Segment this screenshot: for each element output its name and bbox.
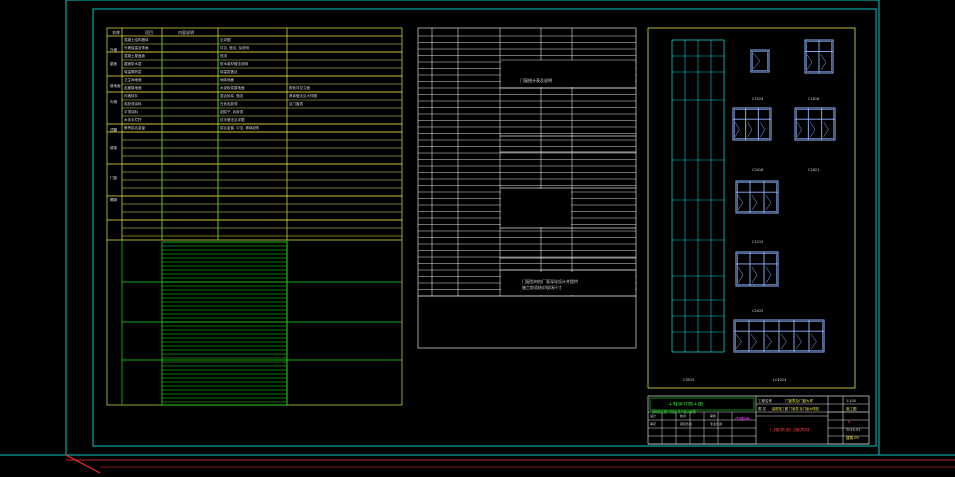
signature-label-4: 项目负责 bbox=[680, 422, 693, 426]
title-sig-mark: 出图章 bbox=[735, 417, 751, 422]
title-field-2: 图 名 bbox=[758, 407, 767, 411]
window-label-2: C2418 bbox=[752, 168, 764, 172]
section-label-1: 屋面 bbox=[110, 62, 117, 66]
row-remark-8: 见门窗表 bbox=[289, 102, 303, 106]
row-content-5: 地砖地面 bbox=[220, 78, 234, 82]
schedule-note-lower-2: 施工前须核对现场尺寸 bbox=[522, 285, 562, 290]
row-item-7: 内墙抹灰 bbox=[124, 94, 138, 98]
row-remark-6: 颜色详见立面 bbox=[289, 86, 310, 90]
title-sheet-no: 建施-09 bbox=[846, 436, 859, 440]
title-version: A bbox=[848, 420, 851, 424]
signature-label-0: 设计 bbox=[650, 414, 657, 418]
schedule-note-upper: 门窗统计表及说明 bbox=[520, 78, 552, 83]
window-label-3: C1821 bbox=[808, 168, 820, 172]
signature-label-1: 校对 bbox=[680, 414, 687, 418]
row-item-1: 外墙保温及饰面 bbox=[124, 46, 149, 50]
window-label-0: C1524 bbox=[752, 97, 764, 101]
section-label-5: 楼梯 bbox=[110, 146, 117, 150]
window-label-1: C1818 bbox=[808, 97, 820, 101]
row-item-3: 屋面防水层 bbox=[124, 62, 142, 66]
signature-label-3: 审定 bbox=[650, 422, 657, 426]
row-item-11: 断桥铝合金窗 bbox=[124, 126, 145, 130]
row-content-11: 铝合金窗, 中空, 玻璃说明 bbox=[220, 126, 260, 130]
row-content-8: 白色乳胶漆 bbox=[220, 102, 238, 106]
row-item-5: 卫生间地面 bbox=[124, 78, 142, 82]
window-label-5: C2415 bbox=[752, 309, 764, 313]
schedule-note-lower-1: 门窗型材由厂家深化设计并提供 bbox=[522, 279, 578, 284]
signature-label-2: 审核 bbox=[710, 414, 717, 418]
row-content-1: 详见, 做法, 及说明 bbox=[220, 46, 249, 50]
title-field-1: 工程名称 bbox=[758, 399, 772, 403]
header-content: 内容说明 bbox=[178, 30, 194, 35]
header-item: 项目 bbox=[145, 30, 153, 35]
row-content-10: 扶手做法见详图 bbox=[220, 118, 245, 122]
title-seal: 门窗表及门窗大样 bbox=[770, 428, 811, 433]
row-item-8: 乳胶漆涂料 bbox=[124, 102, 142, 106]
window-label-7: LC4024 bbox=[773, 378, 787, 382]
row-item-2: 混凝土屋面板 bbox=[124, 54, 145, 58]
row-item-0: 混凝土结构墙体 bbox=[124, 38, 149, 42]
row-content-3: 防水卷材做法说明 bbox=[220, 62, 248, 66]
signature-label-5: 专业负责 bbox=[710, 422, 723, 426]
row-content-2: 现浇 bbox=[220, 54, 227, 58]
row-content-7: 混合砂浆, 做法 bbox=[220, 94, 244, 98]
row-item-6: 走廊楼地面 bbox=[124, 86, 142, 90]
window-label-4: C1215 bbox=[752, 240, 764, 244]
title-drawing-name: 门窗表及门窗大样 bbox=[785, 399, 813, 403]
row-content-4: 保温层做法 bbox=[220, 70, 238, 74]
header-name: 名称 bbox=[112, 30, 120, 35]
title-stage: 施工图 bbox=[846, 407, 857, 411]
window-detail-panel bbox=[647, 27, 856, 389]
section-label-0: 外墙 bbox=[110, 48, 117, 52]
row-content-0: 见详图 bbox=[220, 38, 231, 42]
title-project-name: 工程设计施工图 bbox=[668, 402, 704, 407]
row-remark-7: 具体做法见大样图 bbox=[289, 94, 317, 98]
section-label-4: 顶棚 bbox=[110, 128, 117, 132]
section-label-3: 内墙 bbox=[110, 100, 117, 104]
row-item-10: 木扶手栏杆 bbox=[124, 118, 142, 122]
door-window-schedule bbox=[417, 27, 637, 349]
row-content-6: 水泥砂浆楼地面 bbox=[220, 86, 245, 90]
title-subtitle: 建筑施工图 门窗表 及门窗大样图 bbox=[652, 410, 696, 414]
title-scale: 1:100 bbox=[846, 399, 857, 403]
section-label-7: 踢脚 bbox=[110, 198, 117, 202]
row-content-9: 刮腻子, 乳胶漆 bbox=[220, 110, 244, 114]
title-block bbox=[647, 395, 870, 445]
title-drawing-subname: 建筑施工图 门窗表 及门窗大样图 bbox=[772, 407, 819, 411]
section-label-6: 门窗 bbox=[110, 176, 117, 180]
window-label-6: C3015 bbox=[683, 378, 695, 382]
section-label-2: 楼地面 bbox=[110, 84, 121, 88]
row-item-9: 平顶涂料 bbox=[124, 110, 138, 114]
row-item-4: 保温隔热层 bbox=[124, 70, 142, 74]
finish-schedule-table bbox=[106, 27, 403, 406]
title-date: 2019.01 bbox=[846, 428, 861, 432]
